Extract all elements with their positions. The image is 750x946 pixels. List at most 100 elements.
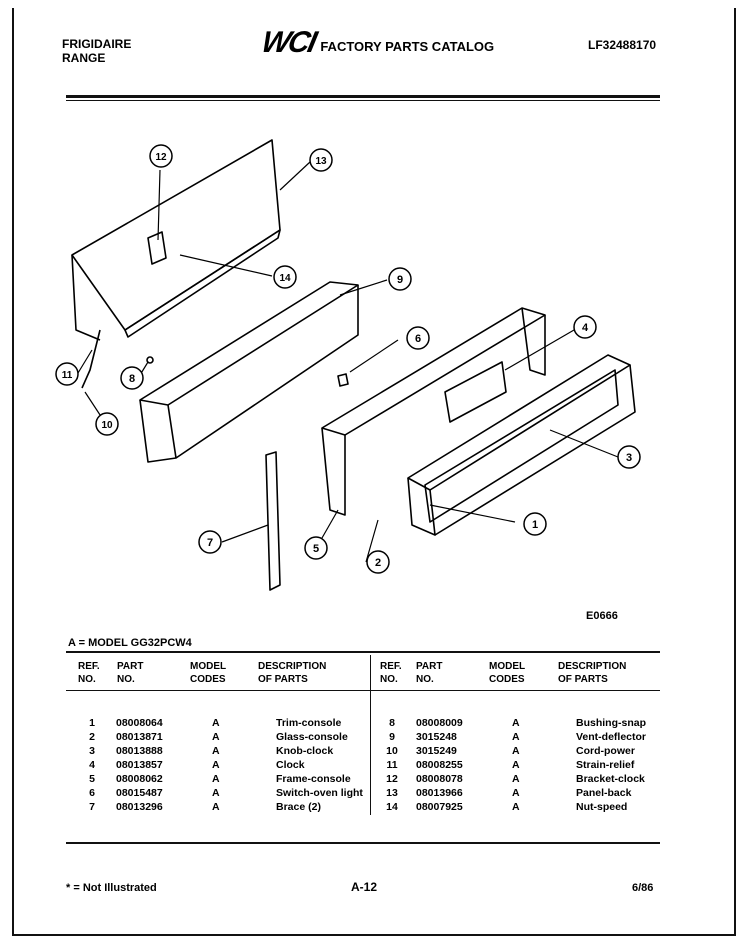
clock-drawing xyxy=(444,361,507,423)
ref-number: 13 xyxy=(386,787,398,799)
part-description: Switch-oven light xyxy=(276,787,363,799)
ref-number: 12 xyxy=(386,773,398,785)
bushing-drawing xyxy=(146,356,154,364)
header-divider xyxy=(66,690,660,691)
ref-number: 14 xyxy=(386,801,398,813)
callout-5: 5 xyxy=(304,536,328,560)
part-number: 08013966 xyxy=(416,787,463,799)
cord-drawing xyxy=(81,329,101,389)
part-number: 08008255 xyxy=(416,759,463,771)
callout-2: 2 xyxy=(366,550,390,574)
table-bottom-rule xyxy=(66,842,660,844)
frame-console-drawing xyxy=(321,307,546,516)
callout-3: 3 xyxy=(617,445,641,469)
page-frame xyxy=(12,8,736,936)
model-code: A xyxy=(212,801,220,813)
svg-text:6: 6 xyxy=(415,333,421,345)
table-row: 10 3015249 A Cord-power xyxy=(380,744,696,758)
ref-number: 11 xyxy=(386,759,398,771)
model-code: A xyxy=(212,745,220,757)
ref-number: 5 xyxy=(89,773,95,785)
model-code: A xyxy=(512,787,520,799)
figure-code: E0666 xyxy=(586,610,618,622)
brand-block: FRIGIDAIRE RANGE xyxy=(62,37,131,65)
ref-number: 3 xyxy=(89,745,95,757)
part-number: 08007925 xyxy=(416,801,463,813)
svg-text:7: 7 xyxy=(207,537,213,549)
part-number: 08013888 xyxy=(116,745,163,757)
part-description: Cord-power xyxy=(576,745,635,757)
part-description: Glass-console xyxy=(276,731,348,743)
model-code: A xyxy=(512,773,520,785)
exploded-parts-diagram: 1 2 3 4 5 6 7 8 9 10 11 12 13 14 xyxy=(55,139,641,591)
part-description: Bushing-snap xyxy=(576,717,646,729)
part-number: 3015248 xyxy=(416,731,457,743)
brand-name: FRIGIDAIRE xyxy=(62,37,132,51)
part-number: 08013871 xyxy=(116,731,163,743)
model-code: A xyxy=(212,759,220,771)
ref-number: 7 xyxy=(89,801,95,813)
svg-text:5: 5 xyxy=(313,543,319,555)
part-description: Nut-speed xyxy=(576,801,628,813)
wci-logo: WCI xyxy=(258,26,318,59)
panel-back-drawing xyxy=(71,139,281,341)
svg-text:2: 2 xyxy=(375,557,381,569)
svg-text:11: 11 xyxy=(62,370,73,381)
part-number: 08008009 xyxy=(416,717,463,729)
header-rule xyxy=(66,95,660,98)
part-description: Clock xyxy=(276,759,305,771)
part-description: Panel-back xyxy=(576,787,632,799)
trim-console-drawing xyxy=(407,354,636,536)
model-code: A xyxy=(512,745,520,757)
col-codes-right: MODEL CODES xyxy=(489,661,525,685)
col-desc-right: DESCRIPTION OF PARTS xyxy=(558,661,627,685)
model-line: A = MODEL GG32PCW4 xyxy=(68,637,192,649)
vent-deflector-drawing xyxy=(139,281,359,463)
ref-number: 10 xyxy=(386,745,398,757)
part-description: Frame-console xyxy=(276,773,351,785)
svg-text:9: 9 xyxy=(397,274,403,286)
callout-6: 6 xyxy=(406,326,430,350)
ref-number: 1 xyxy=(89,717,95,729)
part-description: Vent-deflector xyxy=(576,731,647,743)
brace-drawing xyxy=(265,451,281,591)
part-number: 08015487 xyxy=(116,787,163,799)
svg-text:12: 12 xyxy=(155,152,167,163)
svg-text:8: 8 xyxy=(129,373,135,385)
bracket-clock-drawing xyxy=(147,231,167,265)
model-code: A xyxy=(212,731,220,743)
ref-number: 9 xyxy=(389,731,395,743)
part-description: Strain-relief xyxy=(576,759,635,771)
part-number: 3015249 xyxy=(416,745,457,757)
footnote: * = Not Illustrated xyxy=(66,882,157,894)
catalog-title: FACTORY PARTS CATALOG xyxy=(320,38,495,54)
product-type: RANGE xyxy=(62,51,106,65)
catalog-number: LF32488170 xyxy=(588,38,657,52)
callout-9: 9 xyxy=(388,267,412,291)
col-part-left: PART NO. xyxy=(117,661,144,685)
part-number: 08008062 xyxy=(116,773,163,785)
model-code: A xyxy=(512,801,520,813)
table-row: 13 08013966 A Panel-back xyxy=(380,786,696,800)
svg-text:13: 13 xyxy=(315,156,327,167)
col-part-right: PART NO. xyxy=(416,661,443,685)
callout-8: 8 xyxy=(120,366,144,390)
callout-1: 1 xyxy=(523,512,547,536)
catalog-heading: WCI FACTORY PARTS CATALOG xyxy=(259,26,495,60)
part-number: 08013296 xyxy=(116,801,163,813)
column-divider xyxy=(370,655,371,815)
part-number: 08008078 xyxy=(416,773,463,785)
svg-text:14: 14 xyxy=(279,273,291,284)
revision-date: 6/86 xyxy=(632,882,654,894)
callout-13: 13 xyxy=(309,148,333,172)
